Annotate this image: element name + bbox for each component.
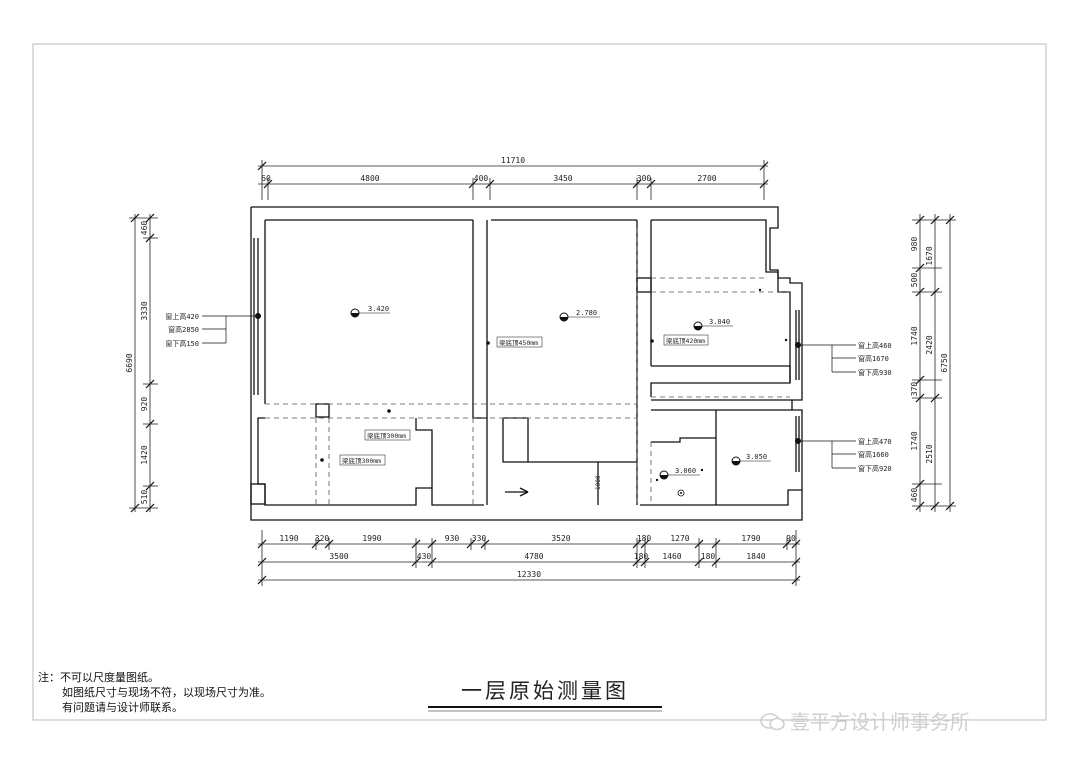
left-dimension-labels: 460 3330 920 1420 510 6690 (125, 221, 149, 505)
dim-bottom-r1: 1270 (670, 534, 689, 543)
elevation-label: 3.040 (709, 318, 730, 326)
elevation-marker: 3.420 (350, 305, 390, 318)
window-label: 窗上高470 (858, 437, 892, 446)
beam-label: 梁底顶420mm (666, 336, 705, 345)
dim-right-inner: 370 (910, 382, 919, 397)
dim-bottom-r1: 1190 (279, 534, 298, 543)
dim-right-inner: 1740 (910, 431, 919, 450)
dim-left-seg: 920 (140, 397, 149, 412)
window-leaders (202, 315, 856, 469)
window-label: 窗上高420 (165, 312, 199, 321)
beam-labels: 梁底顶450mm 梁底顶420mm 梁底顶300mm 梁底顶300mm (320, 334, 709, 466)
dim-bottom-r1: 1990 (362, 534, 381, 543)
elevation-label: 2.780 (576, 309, 597, 317)
window-labels-right: 窗上高460 窗高1670 窗下高930 窗上高470 窗高1660 窗下高92… (858, 341, 892, 473)
dim-bottom-overall: 12330 (517, 570, 541, 579)
bottom-dimension-labels: 1190 320 1990 930 330 3520 180 1270 1790… (279, 534, 796, 579)
watermark: 壹平方设计师事务所 (760, 706, 970, 735)
dim-bottom-r1: 180 (637, 534, 652, 543)
top-dimension-labels: 11710 60 4800 400 3450 300 2700 (261, 156, 717, 183)
drawing-title: 一层原始测量图 (461, 679, 629, 703)
window-label: 窗高1660 (858, 450, 889, 459)
notes-block: 注：不可以尺度量图纸。 如图纸尺寸与现场不符，以现场尺寸为准。 有问题请与设计师… (38, 670, 271, 715)
note-line: 不可以尺度量图纸。 (60, 671, 159, 684)
dim-top-seg: 400 (474, 174, 489, 183)
window-label: 窗高2850 (168, 325, 199, 334)
wechat-icon (760, 713, 785, 731)
misc-dimension: 1080 (595, 475, 602, 490)
note-line: 有问题请与设计师联系。 (62, 701, 183, 714)
dim-bottom-r2: 430 (417, 552, 432, 561)
window-labels: 窗上高420 窗高2850 窗下高150 (165, 312, 199, 348)
dim-left-seg: 460 (140, 221, 149, 236)
pipe-dots (655, 288, 788, 482)
elevation-marker: 3.060 (659, 467, 700, 480)
elevation-label: 3.050 (746, 453, 767, 461)
window-dots (255, 313, 801, 444)
note-line: 如图纸尺寸与现场不符，以现场尺寸为准。 (62, 686, 271, 699)
elevation-marker: 3.050 (731, 453, 771, 466)
dim-right-overall: 6750 (940, 353, 949, 372)
dim-top-overall: 11710 (501, 156, 525, 165)
floor-drain-icon (677, 489, 685, 497)
dim-right-middle: 2420 (925, 335, 934, 354)
dim-bottom-r2: 180 (634, 552, 649, 561)
dim-bottom-r1: 930 (445, 534, 460, 543)
dim-right-middle: 1670 (925, 246, 934, 265)
dimension-lines (129, 160, 956, 586)
beam-label: 梁底顶300mm (342, 456, 381, 465)
dim-left-seg: 3330 (140, 301, 149, 320)
beam-label: 梁底顶450mm (499, 338, 538, 347)
dim-bottom-r2: 3500 (329, 552, 348, 561)
dim-right-inner: 460 (910, 488, 919, 503)
dim-left-overall: 6690 (125, 353, 134, 372)
elevation-marker: 3.040 (693, 318, 733, 331)
window-label: 窗上高460 (858, 341, 892, 350)
dim-right-middle: 2510 (925, 444, 934, 463)
beam-lines (265, 228, 790, 505)
dim-left-seg: 1420 (140, 445, 149, 464)
dim-bottom-r1: 90 (786, 534, 796, 543)
sheet-border (32, 43, 1047, 721)
dim-bottom-r1: 1790 (741, 534, 760, 543)
dim-bottom-r1: 320 (315, 534, 330, 543)
window-label: 窗下高920 (858, 464, 892, 473)
dim-right-inner: 1740 (910, 326, 919, 345)
elevation-marker: 2.780 (559, 309, 600, 322)
dim-left-seg: 510 (140, 490, 149, 505)
dim-bottom-r1: 3520 (551, 534, 570, 543)
dim-bottom-r2: 4780 (524, 552, 543, 561)
dim-bottom-r2: 180 (701, 552, 716, 561)
dim-bottom-r1: 330 (472, 534, 487, 543)
window-label: 窗高1670 (858, 354, 889, 363)
beam-label: 梁底顶300mm (367, 431, 406, 440)
elevation-label: 3.420 (368, 305, 389, 313)
dim-right-inner: 500 (910, 273, 919, 288)
window-label: 窗下高150 (165, 339, 199, 348)
watermark-text: 壹平方设计师事务所 (790, 710, 970, 734)
dim-bottom-r2: 1460 (662, 552, 681, 561)
elevation-markers: 3.420 2.780 3.040 3.060 3.050 (350, 305, 771, 480)
dim-top-seg: 2700 (697, 174, 716, 183)
window-label: 窗下高930 (858, 368, 892, 377)
dimension-ticks (130, 161, 955, 585)
dim-top-seg: 300 (637, 174, 652, 183)
dim-top-seg: 4800 (360, 174, 379, 183)
right-dimension-labels: 980 500 1740 370 1740 460 1670 2420 2510… (910, 237, 949, 503)
notes-prefix: 注： (38, 671, 60, 684)
walls (250, 206, 803, 521)
dim-top-seg: 60 (261, 174, 271, 183)
elevation-label: 3.060 (675, 467, 696, 475)
dim-top-seg: 3450 (553, 174, 572, 183)
dim-right-inner: 980 (910, 237, 919, 252)
dim-bottom-r2: 1840 (746, 552, 765, 561)
